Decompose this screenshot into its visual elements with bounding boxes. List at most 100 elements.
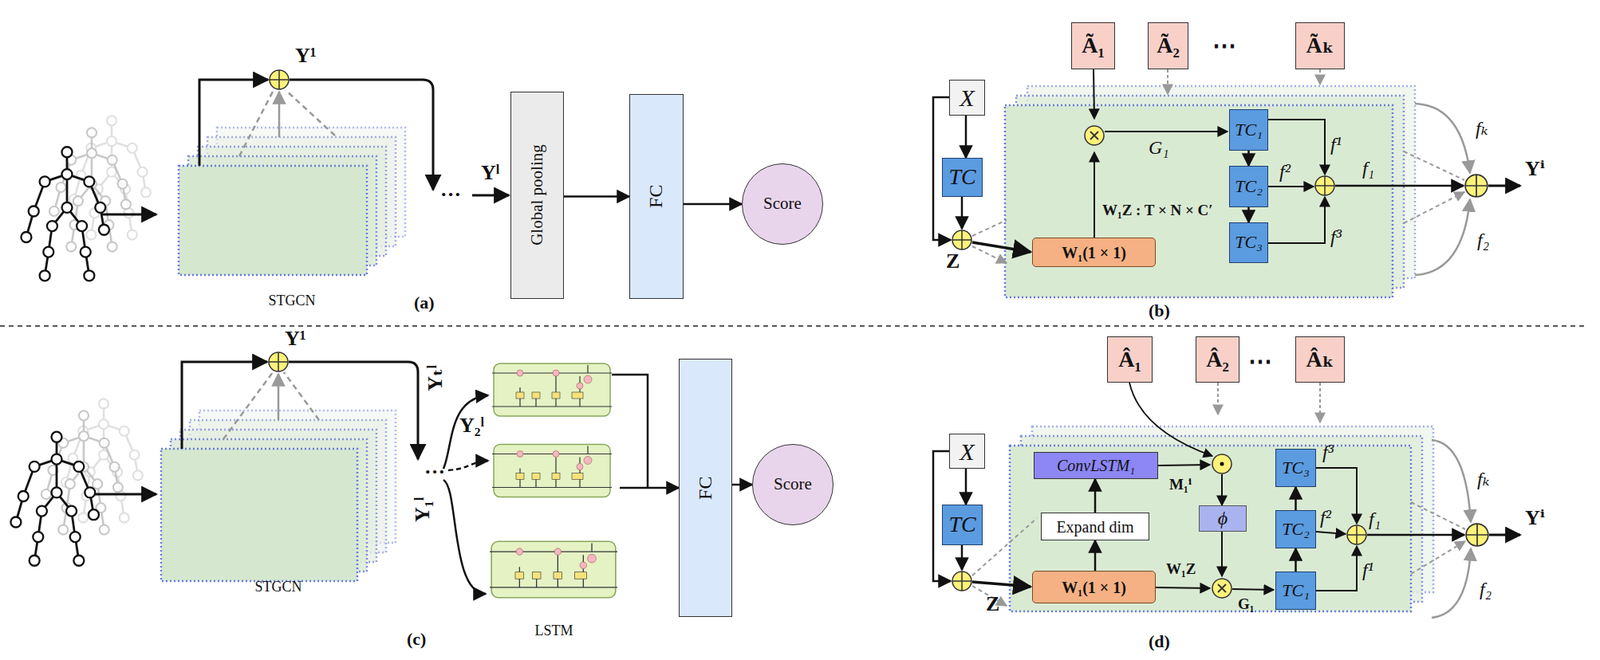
fc-box: FC — [629, 94, 684, 300]
output-symbol: Yⁱ — [1525, 157, 1545, 182]
connector — [732, 484, 753, 487]
connector — [1094, 479, 1097, 513]
input-box: X — [949, 433, 986, 469]
node-text: TC — [948, 165, 976, 190]
feature-symbol: f₂ — [1477, 229, 1490, 251]
connector — [1247, 207, 1250, 223]
feature-symbol: f¹ — [1362, 559, 1374, 581]
output-symbol: Yₜˡ — [424, 365, 448, 392]
input-box: X — [949, 79, 986, 116]
node-text: STGCN — [254, 579, 302, 596]
output-symbol: Yⁱ — [1525, 507, 1545, 531]
shape-note: W₁Z : T × N × C′ — [1102, 202, 1214, 220]
node-text: X — [959, 84, 974, 111]
node-text: Score — [773, 475, 812, 494]
tc-box: TC — [941, 157, 983, 198]
node-text: Âₖ — [1306, 347, 1335, 373]
output-symbol: Y¹ — [284, 327, 307, 351]
node-text: W₁(1 × 1) — [1061, 579, 1127, 597]
panel-label: (b) — [1148, 301, 1171, 321]
node-text: TC₂ — [1234, 177, 1263, 197]
node-text: Ã₁ — [1081, 33, 1105, 59]
connector — [1294, 487, 1297, 511]
tc-box: TC₃ — [1275, 449, 1317, 488]
tc-box: TC₁ — [1275, 571, 1317, 611]
adjacency-box: Â₁ — [1107, 336, 1153, 383]
score-circle: Score — [741, 163, 824, 245]
node-text: Â₂ — [1205, 347, 1230, 373]
lstm-block: LSTM — [488, 358, 620, 640]
node-text: LSTM — [534, 623, 573, 640]
tc-box: TC₂ — [1275, 510, 1317, 549]
node-text: W₁(1 × 1) — [1061, 244, 1127, 262]
stack-block: STGCN — [161, 410, 396, 596]
feature-symbol: fₖ — [1475, 118, 1488, 139]
weight-box: W₁(1 × 1) — [1032, 571, 1156, 604]
feature-symbol: f² — [1320, 507, 1332, 529]
feature-symbol: Z — [985, 593, 1000, 617]
feature-symbol: M₁ⁱ — [1169, 476, 1192, 494]
node-text: TC₁ — [1234, 120, 1263, 140]
panel-label: (c) — [406, 630, 426, 650]
feature-symbol: f³ — [1322, 441, 1334, 463]
node-text: TC₂ — [1281, 520, 1310, 540]
pooling-box: Global pooling — [510, 91, 564, 300]
panel-label: (d) — [1148, 632, 1171, 652]
feature-symbol: f¹ — [1330, 133, 1342, 155]
score-circle: Score — [752, 444, 834, 526]
connector — [619, 487, 679, 490]
node-text: TC — [948, 512, 976, 538]
node-text: Score — [763, 194, 802, 213]
feature-symbol: fₖ — [1477, 468, 1490, 490]
feature-symbol: f₁ — [1368, 508, 1381, 530]
node-text: TC₁ — [1281, 581, 1310, 601]
phi-box: ϕ — [1198, 505, 1247, 533]
connector — [965, 468, 968, 505]
node-text: ϕ — [1217, 508, 1228, 529]
node-text: TC₃ — [1281, 458, 1310, 478]
connector — [683, 203, 742, 206]
node-text: Â₁ — [1118, 347, 1142, 373]
adjacency-box: Ãₖ — [1295, 22, 1345, 70]
connector — [1247, 150, 1250, 166]
feature-symbol: G₁ — [1148, 137, 1170, 158]
stack-block: STGCN — [178, 127, 406, 310]
fc-box: FC — [678, 358, 733, 618]
node-text: Ã₂ — [1156, 33, 1180, 59]
adjacency-box: Ã₁ — [1071, 22, 1116, 70]
output-symbol: Y₂ˡ — [459, 414, 485, 438]
feature-symbol: f₂ — [1479, 579, 1492, 600]
connector — [563, 195, 630, 198]
convlstm-box: ConvLSTM₁ — [1033, 452, 1159, 480]
node-text: TC₃ — [1234, 232, 1263, 253]
node-text: ConvLSTM₁ — [1056, 457, 1135, 475]
tc-box: TC₁ — [1229, 109, 1269, 151]
tc-box: TC₃ — [1229, 222, 1269, 264]
feature-symbol: f₁ — [1362, 157, 1375, 179]
ellipsis: ⋯ — [1212, 31, 1237, 59]
weight-box: W₁(1 × 1) — [1032, 237, 1156, 268]
connector — [1094, 540, 1097, 572]
panel-label: (a) — [413, 293, 435, 313]
feature-symbol: W₁Z — [1166, 561, 1196, 579]
node-text: FC — [646, 185, 667, 209]
adjacency-box: Ã₂ — [1147, 22, 1189, 70]
adjacency-box: Â₂ — [1195, 336, 1240, 383]
output-symbol: Y₁ˡ — [411, 497, 435, 523]
adjacency-box: Âₖ — [1295, 336, 1345, 383]
ellipsis: ⋯ — [1248, 347, 1273, 375]
node-text: Ãₖ — [1306, 33, 1335, 59]
node-text: FC — [694, 476, 716, 500]
feature-symbol: f² — [1279, 161, 1291, 182]
node-text: Global pooling — [528, 145, 547, 247]
ellipsis: … — [440, 178, 462, 202]
expand-box: Expand dim — [1040, 512, 1150, 541]
output-symbol: Y¹ — [295, 44, 317, 68]
feature-symbol: f³ — [1330, 226, 1342, 248]
connector — [1294, 548, 1297, 572]
tc-box: TC₂ — [1229, 165, 1269, 208]
feature-symbol: Z — [945, 250, 960, 274]
